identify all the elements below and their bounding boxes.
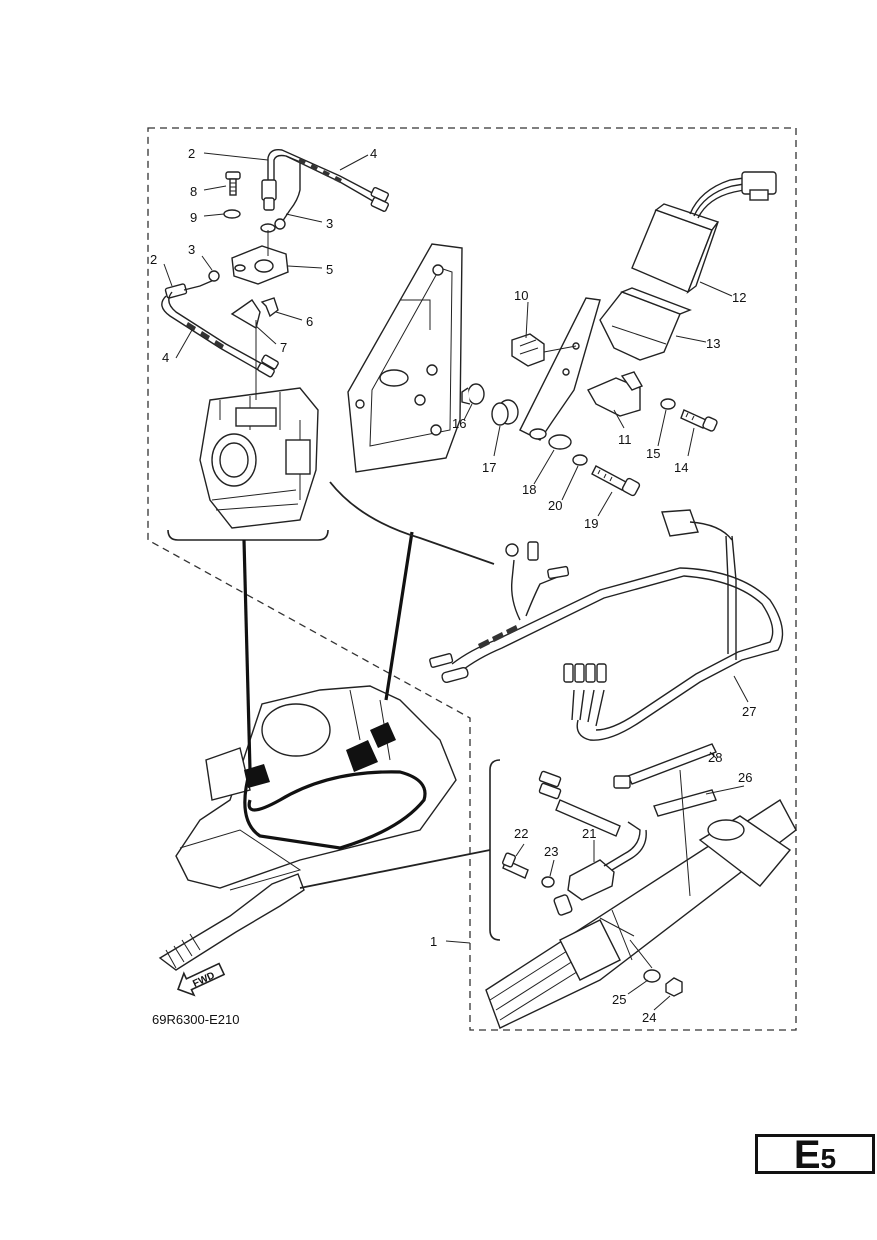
callout-28: 28	[708, 750, 722, 765]
diagram-code: 69R6300-E210	[152, 1012, 239, 1027]
tiller-handle-detail	[485, 769, 797, 1029]
mounting-plate	[347, 243, 463, 473]
callout-12: 12	[732, 290, 746, 305]
callout-9: 9	[190, 210, 197, 225]
leader-tiller	[299, 849, 491, 889]
callout-10: 10	[514, 288, 528, 303]
nut-24	[665, 977, 683, 997]
callout-21: 21	[582, 826, 596, 841]
callout-27: 27	[742, 704, 756, 719]
sensor-lead-lower	[161, 270, 279, 378]
callout-24: 24	[642, 1010, 656, 1025]
page-badge-number: 5	[820, 1143, 837, 1174]
clamp-11	[587, 371, 644, 417]
fwd-label: FWD	[191, 970, 216, 990]
wire-harness-27	[429, 509, 784, 741]
washer-20	[572, 454, 588, 466]
callout-3-lower: 3	[188, 242, 195, 257]
control-unit-12	[631, 171, 777, 295]
grommet-17	[491, 399, 519, 426]
dashed-boundary	[147, 127, 797, 1031]
washer-23	[541, 876, 555, 888]
switch-21	[538, 770, 647, 916]
bolt-19	[591, 465, 641, 497]
page-badge: E 5	[755, 1133, 875, 1177]
bolt-14	[680, 409, 718, 432]
cover-7	[230, 299, 261, 330]
label-26	[653, 789, 717, 817]
harness-loop	[243, 769, 427, 850]
callout-15: 15	[646, 446, 660, 461]
callout-8: 8	[190, 184, 197, 199]
callout-3-upper: 3	[326, 216, 333, 231]
callout-14: 14	[674, 460, 688, 475]
callout-20: 20	[548, 498, 562, 513]
screw-22	[502, 852, 529, 879]
connector-blobs	[244, 722, 396, 788]
callout-4-lower: 4	[162, 350, 169, 365]
callout-19: 19	[584, 516, 598, 531]
callout-7: 7	[280, 340, 287, 355]
screw-8	[225, 171, 241, 196]
callout-6: 6	[306, 314, 313, 329]
leader-plate	[384, 531, 414, 701]
group-bracket-tiller	[489, 759, 501, 941]
bracket-plate	[519, 297, 601, 441]
leader-carburetor	[242, 539, 252, 771]
engine-overview	[158, 685, 457, 971]
washer-9	[223, 209, 241, 219]
cable-tie-28	[613, 743, 717, 789]
washer-18	[548, 434, 572, 450]
callout-16: 16	[452, 416, 466, 431]
callout-4-upper: 4	[370, 146, 377, 161]
collar-16	[461, 383, 485, 405]
callout-5: 5	[326, 262, 333, 277]
washer-15	[660, 398, 676, 410]
carburetor	[199, 320, 319, 529]
holder-13	[599, 287, 692, 361]
callout-2-upper: 2	[188, 146, 195, 161]
callout-labels: 1 2 2 3 3 4 4 5 6 7 8 9 10 11 12 13 14 1…	[150, 146, 756, 1025]
callout-leaders	[163, 152, 749, 1011]
callout-26: 26	[738, 770, 752, 785]
throttle-sensor-5	[231, 230, 289, 285]
washer-25	[643, 969, 661, 983]
clip-6	[260, 297, 279, 318]
callout-17: 17	[482, 460, 496, 475]
callout-2-lower: 2	[150, 252, 157, 267]
leader-harness	[329, 481, 495, 565]
callout-11: 11	[618, 432, 632, 447]
callout-13: 13	[706, 336, 720, 351]
callout-25: 25	[612, 992, 626, 1007]
callout-22: 22	[514, 826, 528, 841]
group-bracket-carburetor	[167, 529, 329, 541]
callout-23: 23	[544, 844, 558, 859]
callout-1: 1	[430, 934, 437, 949]
page-badge-letter: E	[793, 1133, 821, 1177]
callout-18: 18	[522, 482, 536, 497]
sensor-lead-upper	[261, 148, 389, 230]
bracket-10	[511, 333, 577, 367]
